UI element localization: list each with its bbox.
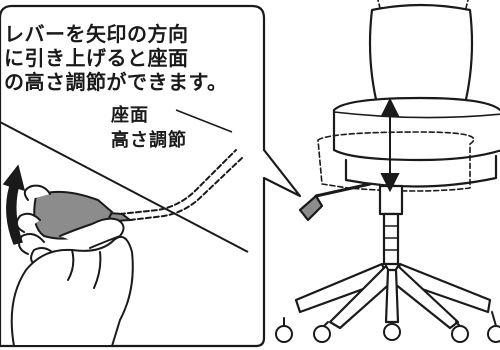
office-chair-icon (275, 0, 500, 343)
instruction-line-3: の高さ調節ができます。 (4, 70, 228, 94)
hand-icon (10, 184, 134, 347)
instruction-line-1: レバーを矢印の方向 (4, 22, 189, 46)
instruction-text: レバーを矢印の方向 に引き上げると座面 の高さ調節ができます。 (4, 22, 254, 94)
label-leader-line (175, 109, 233, 133)
lever-label-line-1: 座面 (111, 105, 149, 126)
lever-label-line-2: 高さ調節 (111, 130, 187, 151)
seat-edge-line (0, 121, 249, 253)
instruction-line-2: に引き上げると座面 (4, 46, 189, 70)
double-headed-arrow-icon (380, 97, 400, 193)
curved-up-arrow-icon (2, 164, 26, 245)
